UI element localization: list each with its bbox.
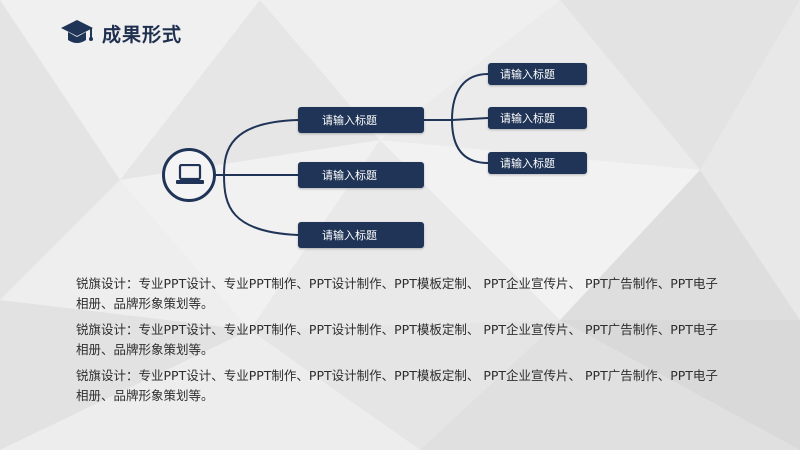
branch-node: 请输入标题 (298, 107, 424, 133)
sub-branch-node: 请输入标题 (488, 152, 587, 174)
laptop-icon (176, 164, 204, 184)
branch-node: 请输入标题 (298, 222, 424, 248)
sub-branch-node: 请输入标题 (488, 107, 587, 129)
graduation-cap-icon (61, 20, 93, 43)
center-node (162, 148, 216, 202)
page-title: 成果形式 (102, 24, 183, 46)
description-paragraph: 锐旗设计：专业PPT设计、专业PPT制作、PPT设计制作、PPT模板定制、 PP… (76, 368, 718, 403)
branch-node: 请输入标题 (298, 162, 424, 188)
description-paragraph: 锐旗设计：专业PPT设计、专业PPT制作、PPT设计制作、PPT模板定制、 PP… (76, 322, 718, 357)
sub-branch-node: 请输入标题 (488, 63, 587, 85)
description-paragraph: 锐旗设计：专业PPT设计、专业PPT制作、PPT设计制作、PPT模板定制、 PP… (76, 276, 718, 311)
